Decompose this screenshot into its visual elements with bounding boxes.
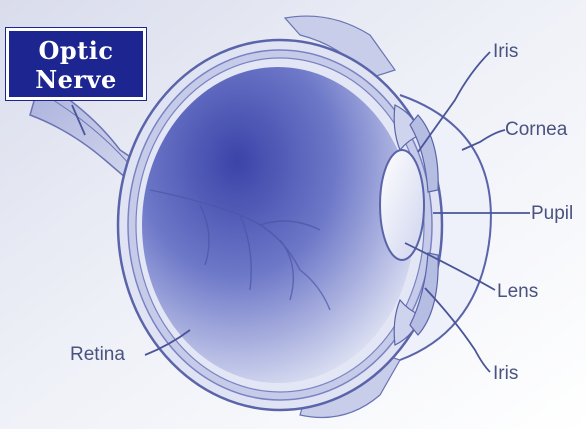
lens-shape [380, 150, 424, 260]
label-cornea: Cornea [505, 120, 567, 139]
label-pupil: Pupil [531, 204, 573, 223]
label-retina: Retina [70, 345, 125, 364]
optic-nerve-label-line1: Optic [9, 36, 143, 65]
label-iris-top: Iris [493, 42, 518, 61]
label-lens: Lens [497, 282, 538, 301]
optic-nerve-label-line2: Nerve [9, 65, 143, 94]
optic-nerve-label-badge: Optic Nerve [6, 28, 146, 100]
label-iris-bottom: Iris [493, 364, 518, 383]
